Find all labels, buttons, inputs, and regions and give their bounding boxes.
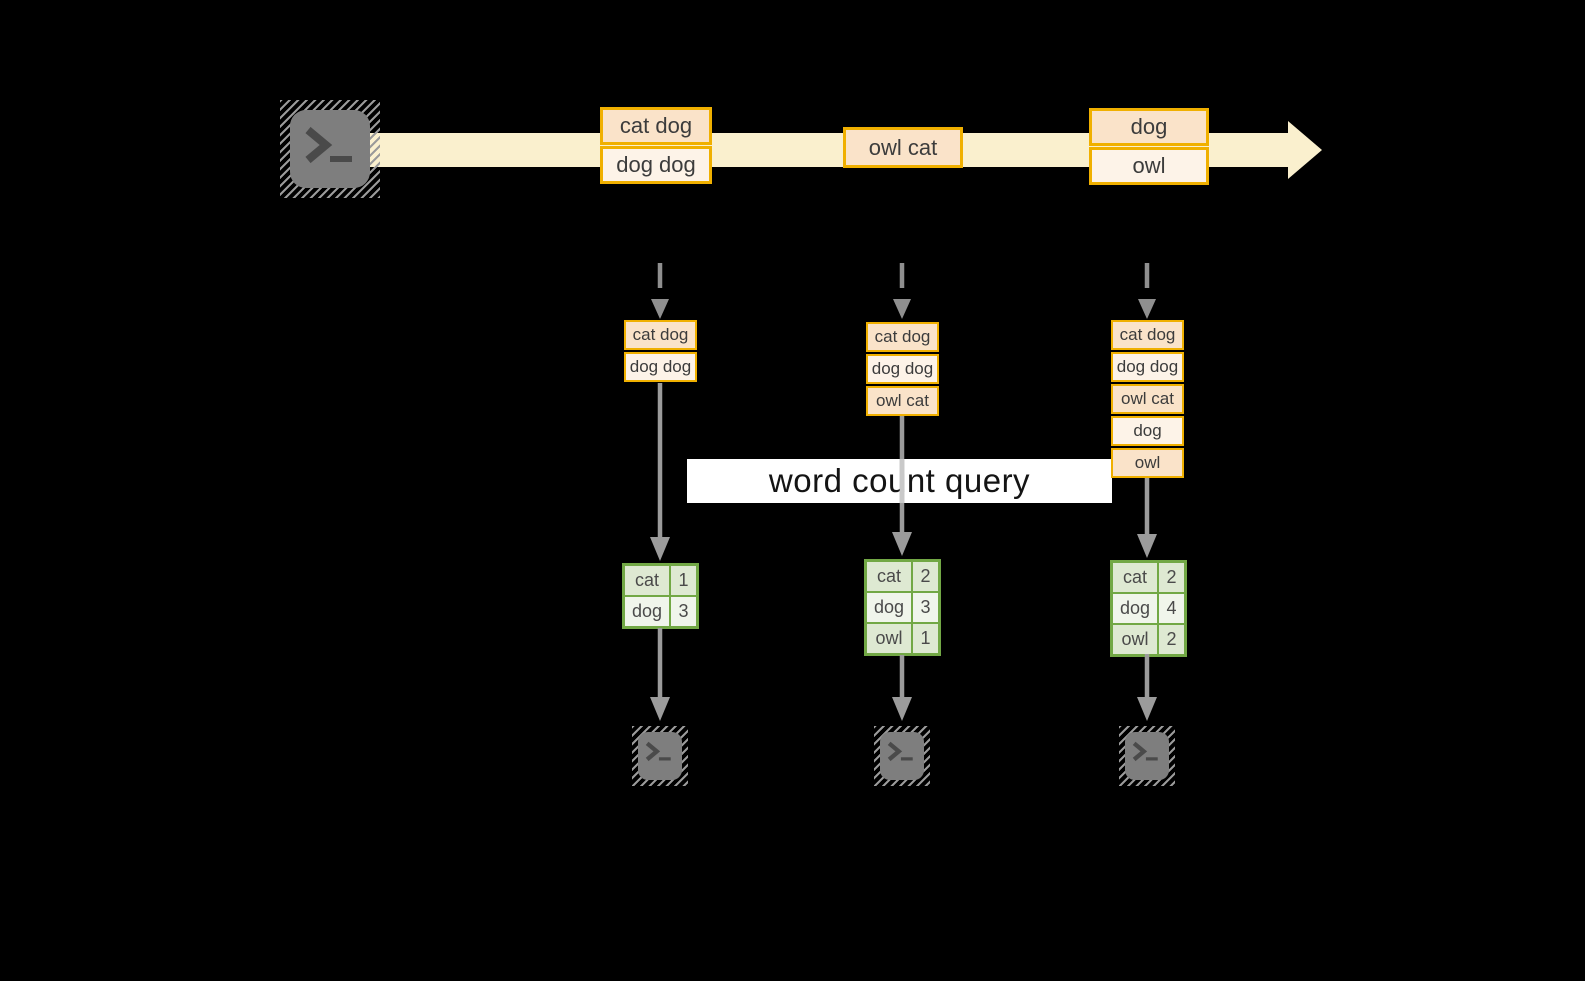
count-cell: 1 (911, 622, 941, 656)
flow-arrow-icon (650, 383, 670, 561)
state-cell: cat dog (624, 320, 697, 350)
batch-cell: owl (1089, 147, 1209, 185)
word-cell: dog (622, 595, 671, 629)
count-row: dog 3 (864, 591, 941, 624)
state-cell: owl cat (1111, 384, 1184, 414)
batch-cell: dog dog (600, 146, 712, 184)
state-cell-label: dog (1133, 421, 1162, 440)
batch-box-2: owl cat (843, 127, 963, 168)
dashed-arrow-icon (893, 263, 911, 319)
count-cell: 1 (669, 563, 699, 597)
batch-cell-label: dog (1130, 114, 1168, 139)
terminal-icon (1125, 732, 1169, 780)
dashed-arrow-icon (651, 263, 669, 319)
count-row: owl 1 (864, 622, 941, 656)
count-table-3: cat 2 dog 4 owl 2 (1110, 560, 1187, 657)
state-cell-label: owl (1134, 453, 1161, 472)
source-terminal-icon (280, 100, 380, 198)
word-cell: cat (1110, 560, 1159, 594)
batch-cell: owl cat (843, 127, 963, 168)
count-row: dog 4 (1110, 592, 1187, 625)
batch-cell-label: dog dog (616, 152, 696, 177)
input-stack-1: cat dog dog dog (624, 320, 697, 382)
state-cell: dog (1111, 416, 1184, 446)
input-stack-2: cat dog dog dog owl cat (866, 322, 939, 416)
state-cell-label: cat dog (1119, 325, 1176, 344)
word-cell: dog (1110, 592, 1159, 625)
count-row: owl 2 (1110, 623, 1187, 657)
count-table-2: cat 2 dog 3 owl 1 (864, 559, 941, 656)
input-stack-3: cat dog dog dog owl cat dog owl (1111, 320, 1184, 478)
count-cell: 3 (911, 591, 941, 624)
word-cell: owl (1110, 623, 1159, 657)
batch-cell-label: owl (1132, 153, 1166, 178)
batch-cell-label: cat dog (619, 113, 693, 138)
count-row: cat 1 (622, 563, 699, 597)
query-label-text: word count query (768, 462, 1031, 499)
terminal-icon (290, 110, 370, 188)
state-cell-label: cat dog (632, 325, 689, 344)
count-cell: 4 (1157, 592, 1187, 625)
flow-arrow-icon (650, 628, 670, 721)
count-cell: 2 (1157, 560, 1187, 594)
count-row: dog 3 (622, 595, 699, 629)
count-row: cat 2 (1110, 560, 1187, 594)
count-table-1: cat 1 dog 3 (622, 563, 699, 629)
state-cell-label: owl cat (876, 391, 929, 410)
batch-box-3: dog owl (1089, 108, 1209, 185)
word-cell: cat (864, 559, 913, 593)
flow-arrow-icon (892, 655, 912, 721)
state-cell: dog dog (624, 352, 697, 382)
sink-terminal-icon (1119, 726, 1175, 786)
query-label: word count query (687, 459, 1112, 503)
state-cell-label: owl cat (1121, 389, 1174, 408)
state-cell: cat dog (866, 322, 939, 352)
word-cell: dog (864, 591, 913, 624)
batch-box-1: cat dog dog dog (600, 107, 712, 184)
terminal-icon (638, 732, 682, 780)
flow-arrow-icon (892, 416, 912, 556)
state-cell-label: dog dog (629, 357, 692, 376)
sink-terminal-icon (874, 726, 930, 786)
batch-cell-label: owl cat (868, 134, 938, 160)
state-cell-label: dog dog (871, 359, 934, 378)
sink-terminal-icon (632, 726, 688, 786)
state-cell: owl (1111, 448, 1184, 478)
count-row: cat 2 (864, 559, 941, 593)
batch-cell: dog (1089, 108, 1209, 146)
count-cell: 3 (669, 595, 699, 629)
state-cell: dog dog (1111, 352, 1184, 382)
flow-arrow-icon (1137, 478, 1157, 558)
dashed-arrow-icon (1138, 263, 1156, 319)
stream-arrowhead-icon (1288, 121, 1322, 179)
state-cell: cat dog (1111, 320, 1184, 350)
count-cell: 2 (1157, 623, 1187, 657)
state-cell: owl cat (866, 386, 939, 416)
count-cell: 2 (911, 559, 941, 593)
batch-cell: cat dog (600, 107, 712, 145)
terminal-icon (880, 732, 924, 780)
state-cell-label: cat dog (874, 327, 931, 346)
state-cell: dog dog (866, 354, 939, 384)
word-cell: owl (864, 622, 913, 656)
word-cell: cat (622, 563, 671, 597)
flow-arrow-icon (1137, 654, 1157, 721)
state-cell-label: dog dog (1116, 357, 1179, 376)
